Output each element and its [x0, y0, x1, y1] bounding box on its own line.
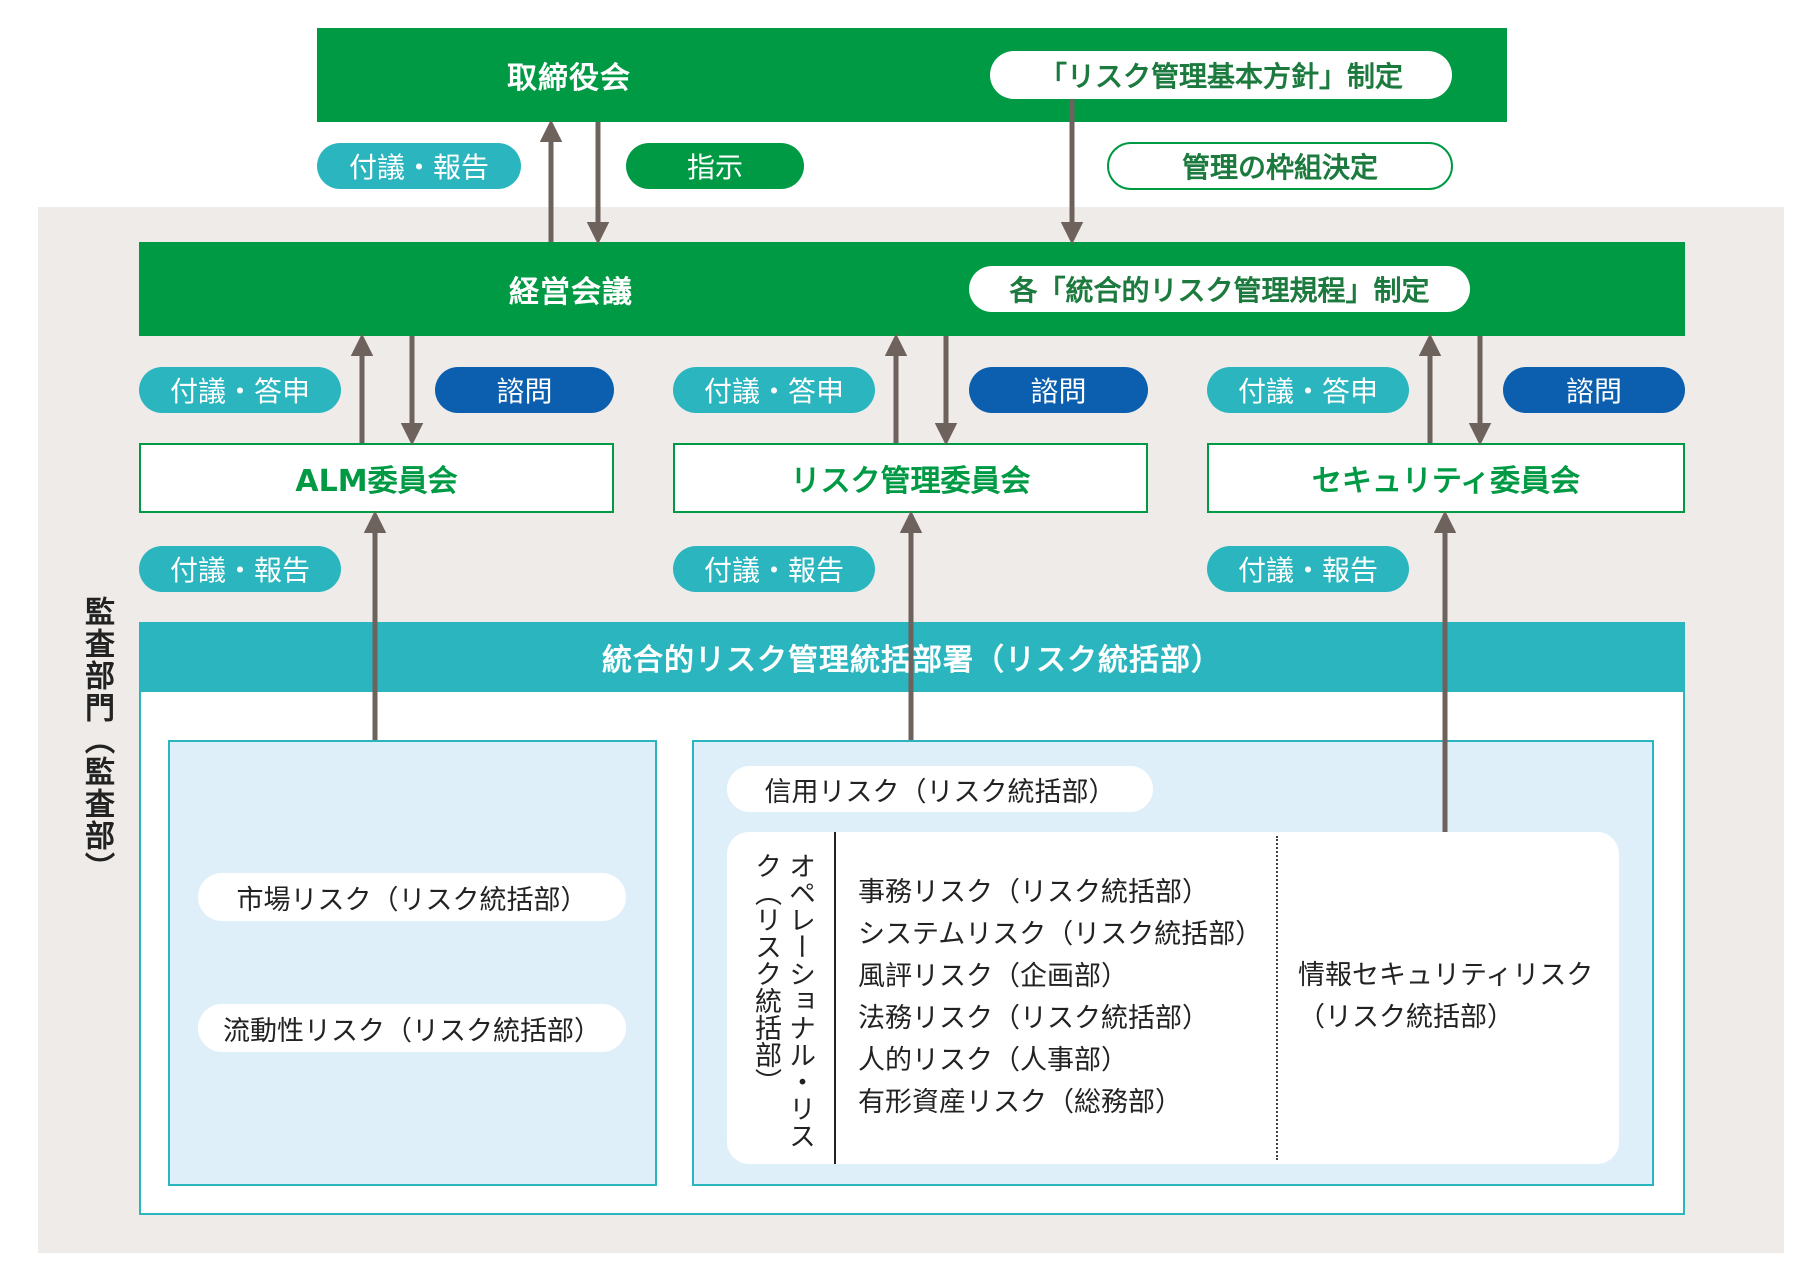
liquidity-risk-item: 流動性リスク（リスク統括部）	[198, 1004, 626, 1052]
system-risk-item: システムリスク（リスク統括部）	[858, 919, 1263, 950]
credit-risk-item: 信用リスク（リスク統括部）	[727, 766, 1153, 812]
risk-policy-label: 「リスク管理基本方針」制定	[990, 51, 1452, 99]
committee-down-label-security: 諮問	[1503, 367, 1685, 413]
committee-down-label-alm: 諮問	[435, 367, 614, 413]
report-label-alm: 付議・報告	[139, 546, 341, 592]
committee-up-label-alm: 付議・答申	[139, 367, 341, 413]
rules-label: 各「統合的リスク管理規程」制定	[969, 266, 1470, 312]
tangible-asset-risk-item: 有形資産リスク（総務部）	[858, 1087, 1182, 1118]
instruction-label: 指示	[626, 143, 804, 189]
market-liquidity-panel	[168, 740, 657, 1186]
info-security-risk-owner: （リスク統括部）	[1298, 1002, 1514, 1033]
risk-committee: リスク管理委員会	[673, 443, 1148, 513]
office-risk-item: 事務リスク（リスク統括部）	[858, 877, 1209, 908]
alm-committee: ALM委員会	[139, 443, 614, 513]
board-report-label: 付議・報告	[317, 143, 521, 189]
legal-risk-item: 法務リスク（リスク統括部）	[858, 1003, 1209, 1034]
operational-risk-title: オペレーショナル・リスク（リスク統括部）	[750, 852, 815, 1149]
report-label-security: 付議・報告	[1207, 546, 1409, 592]
security-committee: セキュリティ委員会	[1207, 443, 1685, 513]
audit-department-label: 監査部門（監査部）	[79, 596, 114, 884]
operational-divider	[834, 832, 836, 1164]
management-title: 経営会議	[509, 275, 633, 310]
committee-down-label-risk: 諮問	[969, 367, 1148, 413]
framework-label: 管理の枠組決定	[1107, 142, 1453, 190]
operational-items: 事務リスク（リスク統括部） システムリスク（リスク統括部） 風評リスク（企画部）…	[858, 872, 1262, 1124]
committee-up-label-security: 付議・答申	[1207, 367, 1409, 413]
report-label-risk: 付議・報告	[673, 546, 875, 592]
reputation-risk-item: 風評リスク（企画部）	[858, 961, 1128, 992]
human-risk-item: 人的リスク（人事部）	[858, 1045, 1128, 1076]
board-title: 取締役会	[507, 61, 631, 96]
info-security-risk-label: 情報セキュリティリスク	[1298, 960, 1594, 991]
info-security-risk: 情報セキュリティリスク （リスク統括部）	[1298, 955, 1593, 1039]
operational-risk-card	[727, 832, 1619, 1164]
integrated-dept-title: 統合的リスク管理統括部署（リスク統括部）	[139, 622, 1685, 692]
committee-up-label-risk: 付議・答申	[673, 367, 875, 413]
market-risk-item: 市場リスク（リスク統括部）	[198, 873, 626, 921]
info-security-divider	[1276, 836, 1278, 1160]
